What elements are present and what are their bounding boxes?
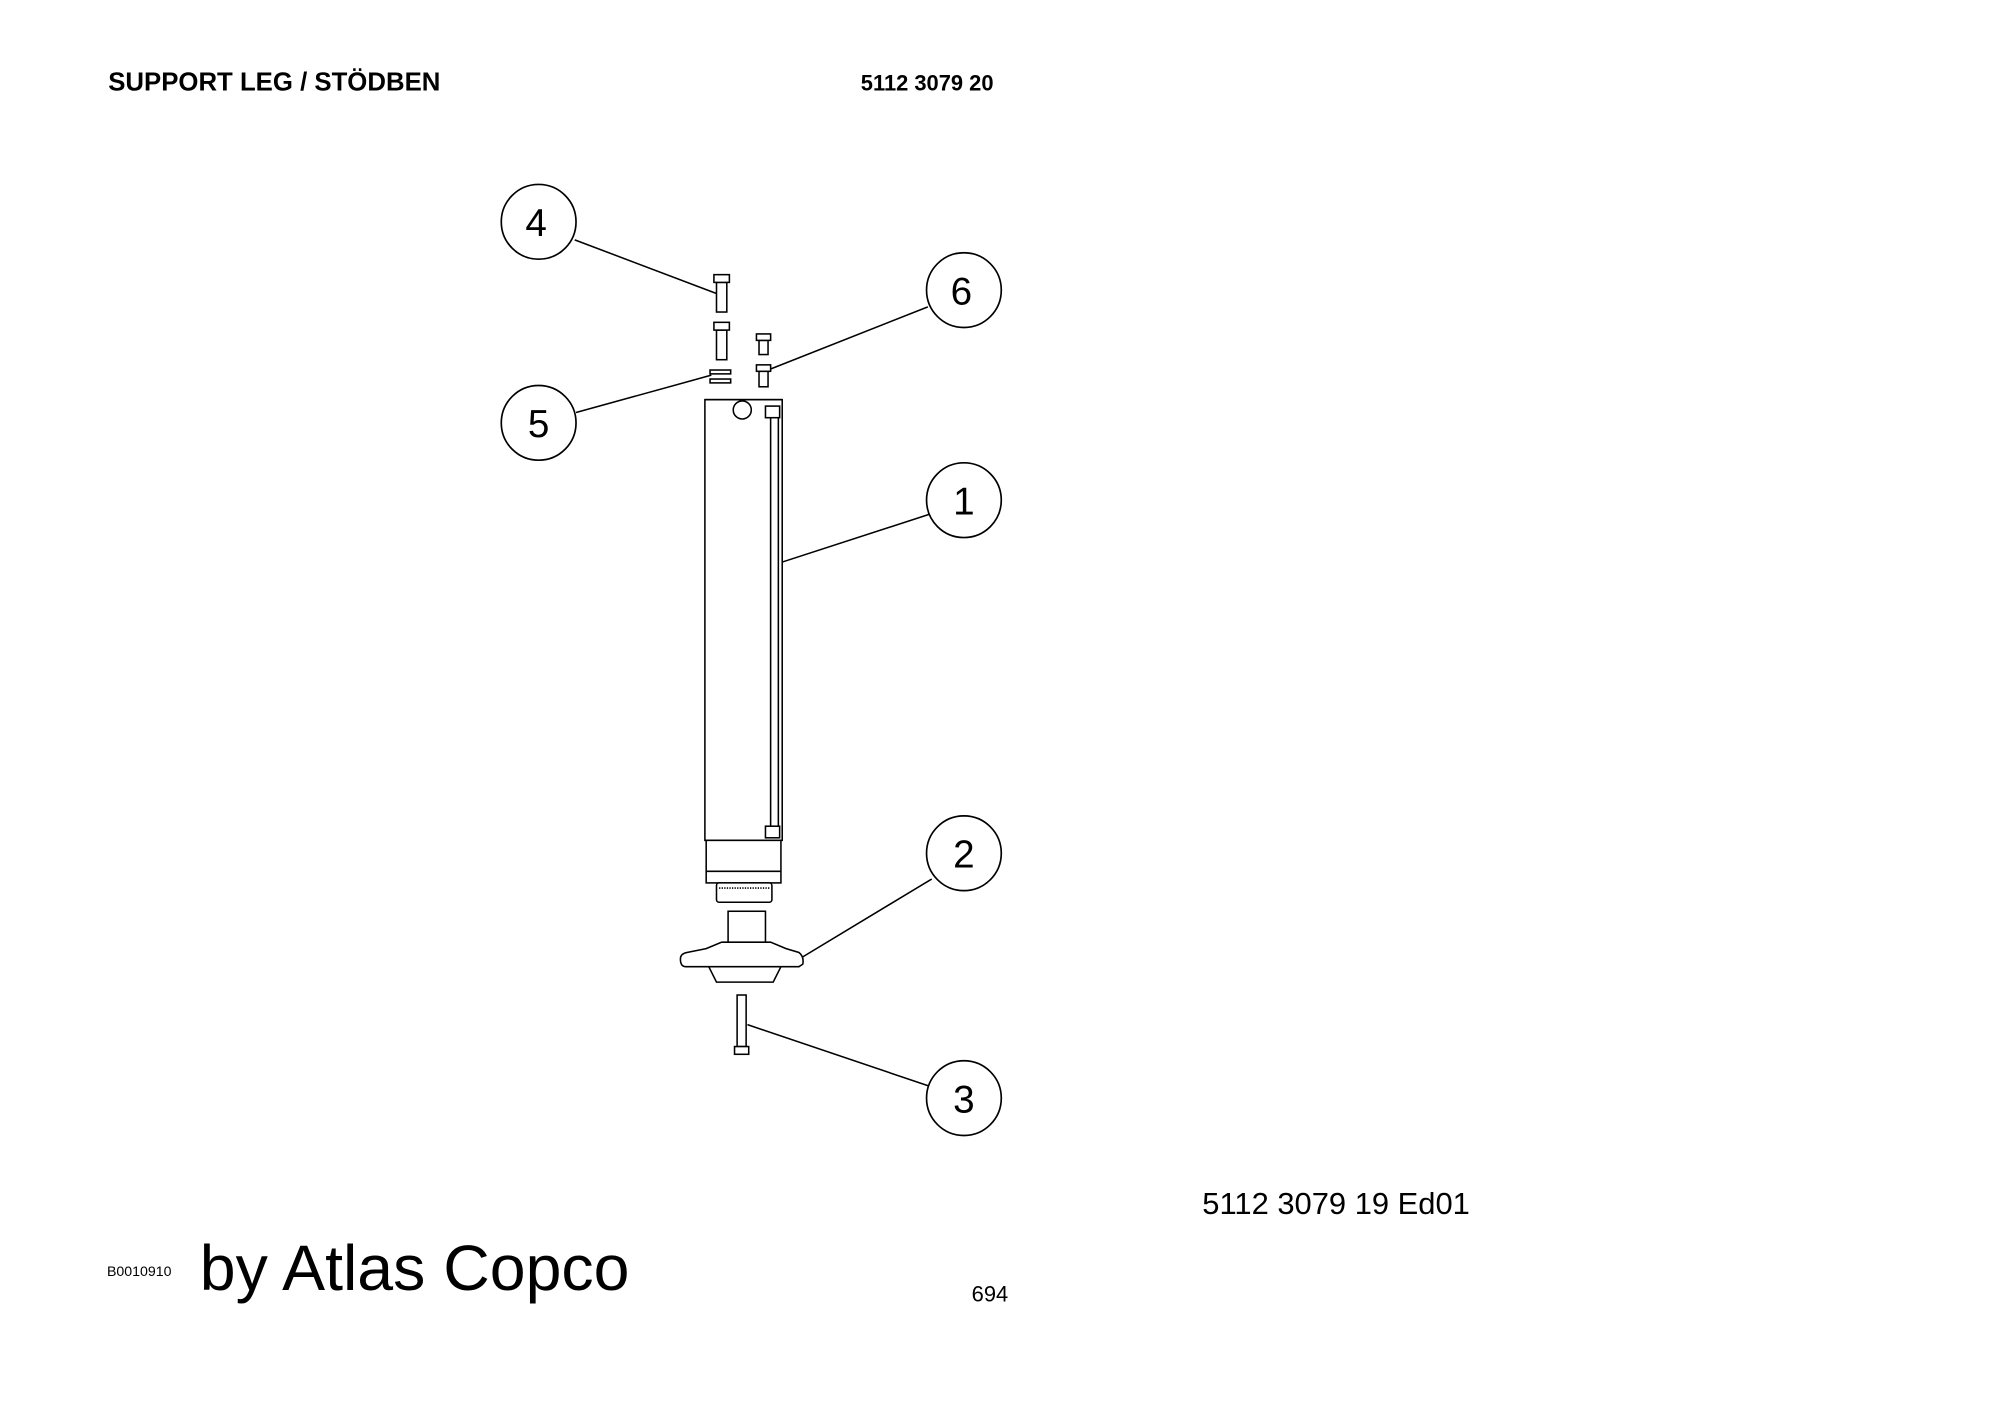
exploded-view-drawing: 1 2 3 4 5 6 [500,183,1003,1137]
svg-text:1: 1 [953,480,975,523]
callout-1: 1 [925,461,1003,539]
callout-4: 4 [500,183,577,261]
washer-item-5 [709,369,732,384]
svg-text:5: 5 [528,403,550,446]
bolt-item-3 [733,994,750,1056]
screw-item-6 [755,333,772,388]
leader-lines [574,239,933,1088]
part-number: 5112 3079 20 [861,70,994,95]
page-title: SUPPORT LEG / STÖDBEN [108,67,440,96]
image-code: B0010910 [107,1264,172,1280]
callout-5: 5 [500,384,577,462]
svg-text:4: 4 [525,202,547,245]
callout-2: 2 [925,815,1003,892]
foot-plate-item-2 [679,910,804,983]
document-number: 5112 3079 19 Ed01 [1202,1186,1470,1221]
watermark-text: by Atlas Copco [200,1232,630,1304]
callout-3: 3 [925,1059,1003,1137]
support-leg-tube-item-1 [704,398,783,904]
svg-text:6: 6 [951,270,973,313]
callout-6: 6 [925,251,1003,329]
svg-text:2: 2 [953,833,975,876]
svg-text:3: 3 [953,1078,975,1121]
screw-item-4 [713,273,731,361]
page-number: 694 [972,1282,1009,1307]
